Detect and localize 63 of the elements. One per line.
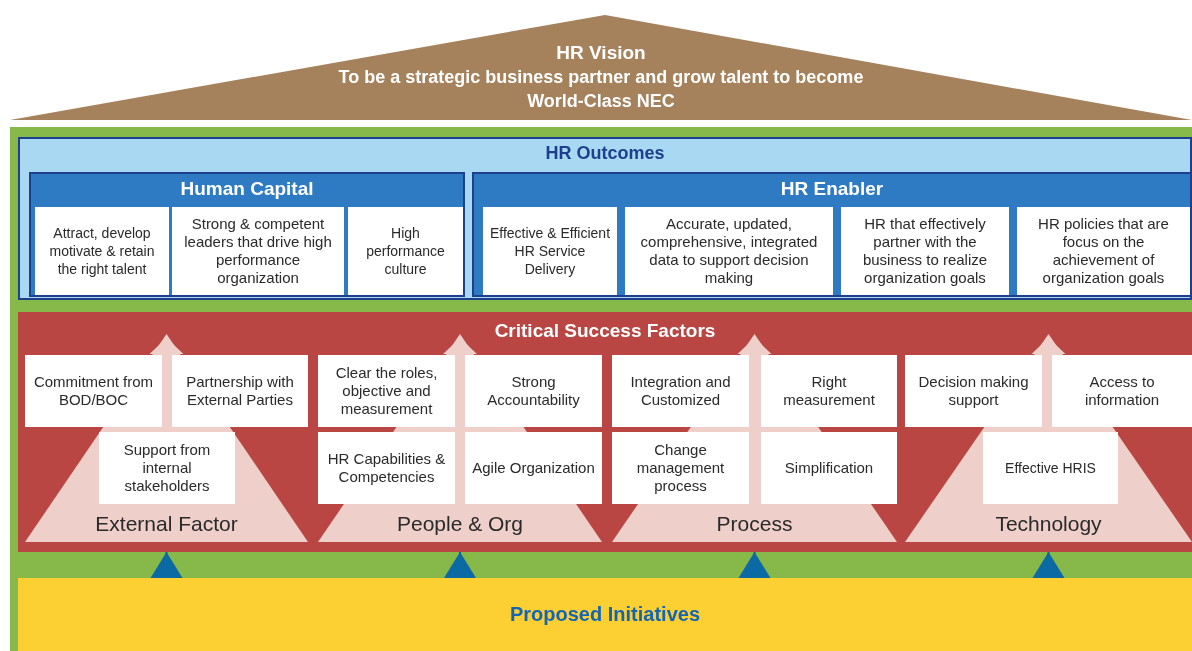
card-text: HR that effectively partner with the business to realize organization goals [861,215,989,287]
card-text: Accurate, updated, comprehensive, integrated data to support decision making [639,215,819,287]
text-card [99,432,235,504]
card-text: High performance culture [365,224,446,278]
panel-title: Critical Success Factors [493,320,717,342]
text-card [318,355,455,427]
text-card [612,355,749,427]
pyramid-label: Process [715,511,794,537]
initiatives-panel [18,578,1192,651]
text-card [483,207,617,295]
arrow [738,551,771,579]
card-text: Right measurement [782,373,876,409]
card-text: Simplification [784,459,874,477]
panel-title: Proposed Initiatives [509,603,701,626]
arrow [150,551,183,579]
text-card [1017,207,1190,295]
vision-title: HR Vision [556,41,646,65]
text-card [465,432,602,504]
card-text: Effective HRIS [1005,459,1096,477]
card-text: Clear the roles, objective and measurement [334,364,439,418]
card-text: Commitment from BOD/BOC [32,373,155,409]
card-text: Partnership with External Parties [185,373,295,409]
text-card [625,207,833,295]
arrow [444,551,476,579]
text-card [905,355,1042,427]
pyramid-label: Technology [994,511,1103,537]
panel-title: HR Outcomes [544,143,666,164]
text-card [35,207,169,295]
text-card [761,355,897,427]
text-card [348,207,463,295]
card-text: Access to information [1083,373,1161,409]
panel-title: HR Enabler [779,178,885,200]
roof-shape [10,15,1192,120]
card-text: Decision making support [917,373,1030,409]
pyramid-label: People & Org [395,511,525,537]
text-card [761,432,897,504]
text-card [612,432,749,504]
card-text: HR policies that are focus on the achievement of organization goals [1037,215,1170,287]
arrow [1032,551,1065,579]
card-text: Attract, develop motivate & retain the right talent [48,224,156,278]
vision-statement: To be a strategic business partner and grow talent to become World-Class NEC [337,66,865,113]
text-card [465,355,602,427]
card-text: Change management process [635,441,726,495]
card-text: HR Capabilities & Competencies [326,450,447,486]
success-factors-panel [18,312,1192,552]
text-card [318,432,455,504]
card-text: Strong & competent leaders that drive high performance organization [183,215,333,287]
text-card [841,207,1009,295]
card-text: Support from internal stakeholders [122,441,212,495]
category-panel [29,172,465,297]
outcomes-panel [18,137,1192,300]
text-card [172,355,308,427]
text-card [25,355,162,427]
panel-title: Human Capital [179,178,315,200]
category-panel [472,172,1192,297]
card-text: Strong Accountability [486,373,581,409]
card-text: Agile Organization [472,459,595,477]
pyramid-label: External Factor [94,511,239,537]
text-card [1052,355,1192,427]
card-text: Integration and Customized [629,373,732,409]
text-card [983,432,1118,504]
card-text: Effective & Efficient HR Service Delivery [488,224,612,278]
text-card [172,207,344,295]
